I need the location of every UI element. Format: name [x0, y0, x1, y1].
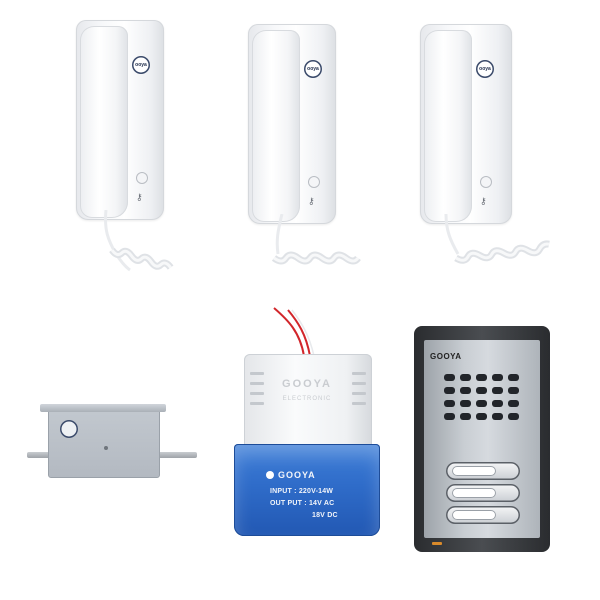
- name-label: [452, 488, 496, 498]
- psu-output-rating: OUT PUT : 14V AC: [270, 500, 335, 507]
- brand-logo-icon: ooya: [476, 60, 494, 78]
- status-led: [432, 542, 442, 545]
- name-label: [452, 510, 496, 520]
- brand-logo-icon: ooya: [304, 60, 322, 78]
- handset-receiver: [80, 26, 128, 218]
- lock-cover-edge: [40, 404, 166, 412]
- door-panel: [424, 340, 540, 538]
- psu-embossed-brand: GOOYA: [282, 378, 332, 390]
- door-open-button: [480, 176, 492, 188]
- intercom-handset-3: ooya ⚷: [420, 24, 550, 294]
- call-button-2: [446, 484, 520, 502]
- psu-output-dc: 18V DC: [312, 512, 338, 519]
- brand-logo-icon: [266, 471, 274, 479]
- call-button-1: [446, 462, 520, 480]
- power-supply-base: [234, 444, 380, 536]
- handset-receiver: [252, 30, 300, 222]
- power-supply-cover: [244, 354, 372, 446]
- door-open-button: [136, 172, 148, 184]
- screw-icon: [104, 446, 108, 450]
- psu-embossed-text: ELECTRONIC: [282, 396, 332, 402]
- brand-logo-icon: [60, 420, 78, 438]
- brand-logo-icon: ooya: [132, 56, 150, 74]
- psu-label-brand: GOOYA: [278, 470, 316, 480]
- name-label: [452, 466, 496, 476]
- psu-input-rating: INPUT : 220V-14W: [270, 488, 334, 495]
- key-icon: ⚷: [308, 196, 315, 206]
- coiled-cord: [444, 214, 550, 264]
- coiled-cord: [271, 214, 361, 265]
- intercom-handset-2: ooya ⚷: [248, 24, 361, 294]
- coiled-cord: [104, 210, 174, 272]
- key-icon: ⚷: [136, 192, 143, 202]
- panel-brand: GOOYA: [430, 352, 462, 361]
- door-lock: [48, 408, 160, 478]
- power-wires: [273, 307, 315, 357]
- call-button-3: [446, 506, 520, 524]
- intercom-handset-1: ooya ⚷: [76, 20, 174, 290]
- handset-receiver: [424, 30, 472, 222]
- door-open-button: [308, 176, 320, 188]
- key-icon: ⚷: [480, 196, 487, 206]
